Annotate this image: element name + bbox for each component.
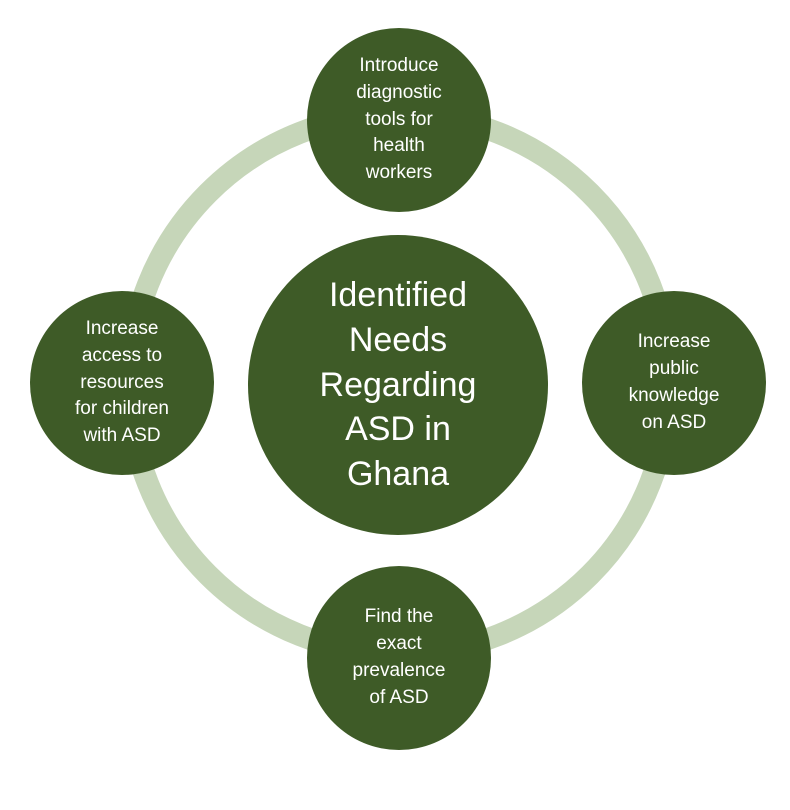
need-node-diagnostic-tools: Introduce diagnostic tools for health wo… (307, 28, 491, 212)
need-node-public-knowledge: Increase public knowledge on ASD (582, 291, 766, 475)
need-node-resource-access-label: Increase access to resources for childre… (75, 317, 169, 447)
need-node-prevalence-label: Find the exact prevalence of ASD (352, 606, 446, 708)
center-node: Identified Needs Regarding ASD in Ghana (248, 235, 548, 535)
center-node-label: Identified Needs Regarding ASD in Ghana (319, 275, 477, 494)
need-node-resource-access: Increase access to resources for childre… (30, 291, 214, 475)
need-node-diagnostic-tools-label: Introduce diagnostic tools for health wo… (356, 54, 442, 184)
need-node-public-knowledge-label: Increase public knowledge on ASD (628, 331, 720, 433)
need-node-prevalence: Find the exact prevalence of ASD (307, 566, 491, 750)
